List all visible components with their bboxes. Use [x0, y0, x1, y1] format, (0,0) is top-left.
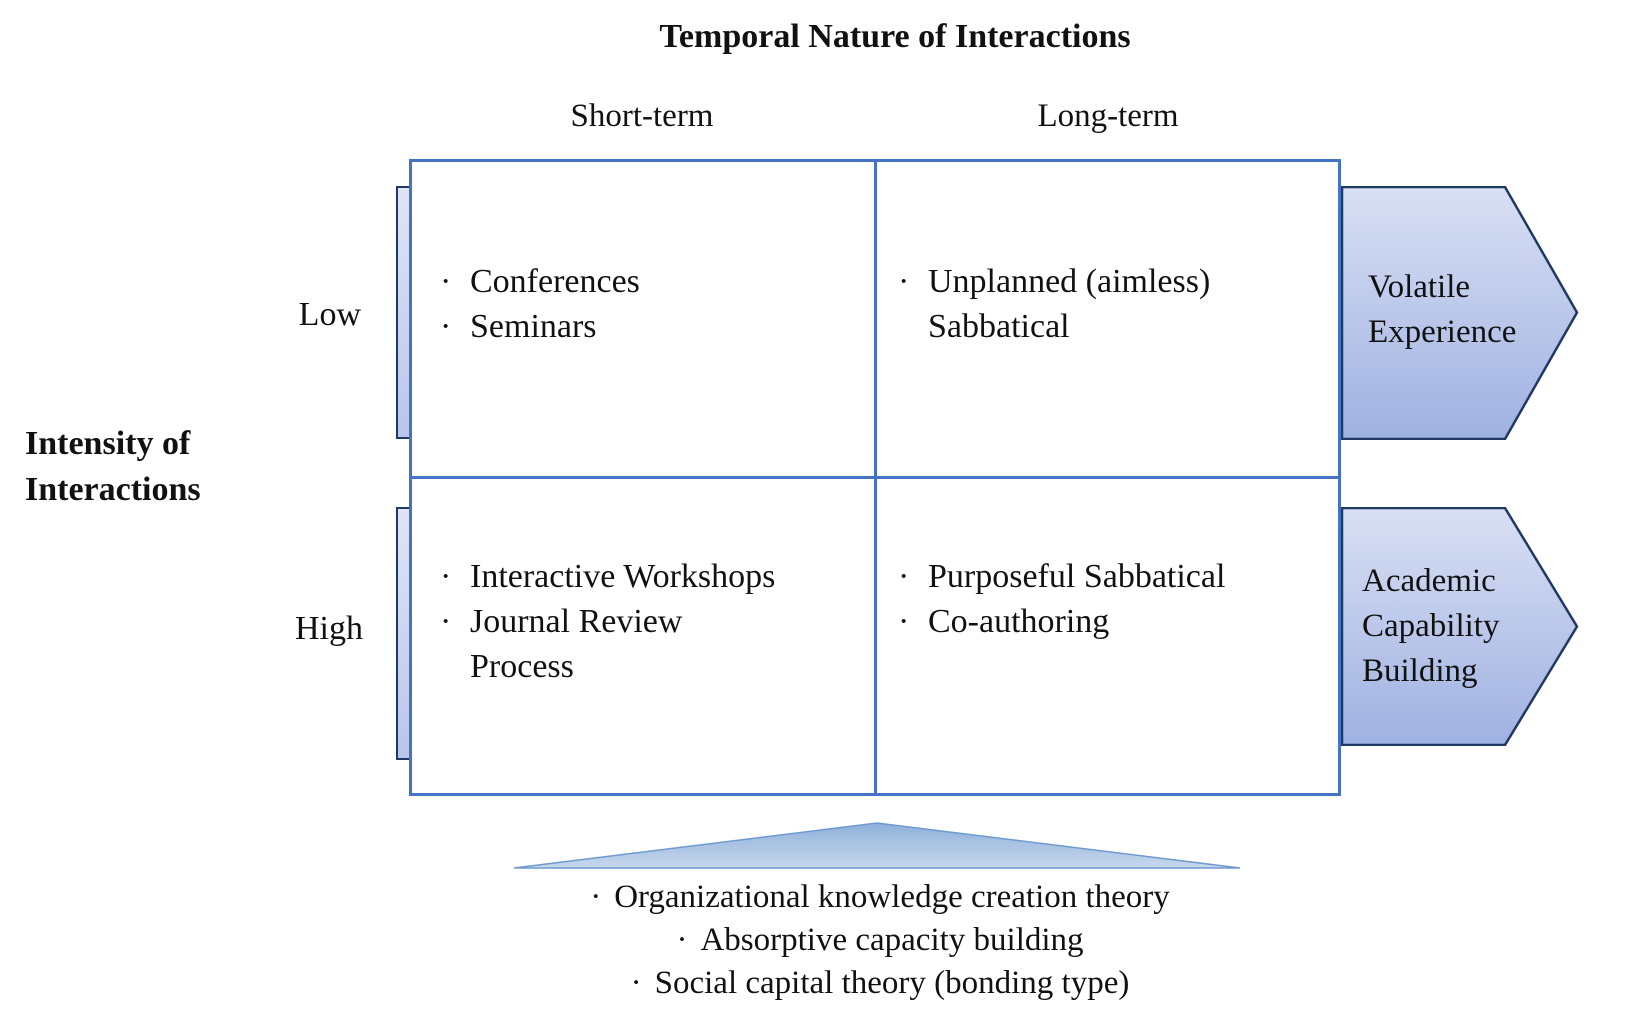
row-axis-label-line2: Interactions — [25, 471, 201, 508]
bullet-icon: · — [440, 558, 452, 595]
list-item: · Social capital theory (bonding type) — [380, 962, 1380, 1005]
list-item-label: Co-authoring — [928, 603, 1110, 640]
list-item: · Seminars — [440, 304, 640, 349]
list-item-label: Conferences — [470, 263, 640, 300]
arrow-label-line: Building — [1362, 653, 1478, 689]
list-item: · Absorptive capacity building — [380, 919, 1380, 962]
list-item-line: Journal Review — [470, 603, 683, 640]
quadrant-short-term-high: · Interactive Workshops · Journal Review… — [440, 554, 775, 689]
quadrant-long-term-low: · Unplanned (aimless) Sabbatical — [898, 259, 1210, 349]
arrow-label-line: Volatile — [1368, 269, 1471, 305]
list-item-line: Process — [470, 648, 574, 685]
column-header-short-term: Short-term — [570, 98, 714, 134]
list-item-label: Organizational knowledge creation theory — [614, 879, 1170, 915]
row-axis-label: Intensity of Interactions — [25, 421, 201, 513]
arrow-right-icon — [1341, 507, 1579, 746]
page-title: Temporal Nature of Interactions — [659, 18, 1131, 55]
list-item-label: Social capital theory (bonding type) — [654, 965, 1130, 1001]
quadrant-long-term-high: · Purposeful Sabbatical · Co-authoring — [898, 554, 1225, 644]
arrow-label-line: Capability — [1362, 608, 1500, 644]
row-label-low: Low — [298, 296, 361, 333]
bullet-icon: · — [590, 879, 602, 915]
row-label-high: High — [295, 610, 363, 647]
list-item-label: Absorptive capacity building — [700, 922, 1084, 958]
list-item-line: Sabbatical — [928, 308, 1070, 345]
column-header-long-term: Long-term — [1037, 98, 1179, 134]
bullet-icon: · — [630, 965, 642, 1001]
arrow-label-line: Academic — [1362, 563, 1496, 599]
list-item-label: Journal Review Process — [470, 599, 682, 689]
list-item-label: Interactive Workshops — [470, 558, 776, 595]
list-item-label: Unplanned (aimless) Sabbatical — [928, 259, 1210, 349]
list-item: · Co-authoring — [898, 599, 1225, 644]
list-item: · Unplanned (aimless) Sabbatical — [898, 259, 1210, 349]
row-axis-label-line1: Intensity of — [25, 425, 191, 462]
arrow-label-line: Experience — [1368, 314, 1517, 350]
arrow-label-academic-capability-building: Academic Capability Building — [1362, 559, 1499, 694]
quadrant-short-term-low: · Conferences · Seminars — [440, 259, 640, 349]
bullet-icon: · — [440, 263, 452, 300]
bullet-icon: · — [676, 922, 688, 958]
arrow-label-volatile-experience: Volatile Experience — [1368, 265, 1516, 355]
bullet-icon: · — [898, 558, 910, 595]
bullet-icon: · — [898, 263, 910, 300]
list-item: · Organizational knowledge creation theor… — [380, 876, 1380, 919]
list-item: · Journal Review Process — [440, 599, 775, 689]
list-item-label: Seminars — [470, 308, 597, 345]
matrix-horizontal-divider — [409, 476, 1341, 479]
list-item-line: Unplanned (aimless) — [928, 263, 1211, 300]
list-item: · Interactive Workshops — [440, 554, 775, 599]
bullet-icon: · — [440, 603, 452, 640]
list-item: · Conferences — [440, 259, 640, 304]
bullet-icon: · — [898, 603, 910, 640]
list-item-label: Purposeful Sabbatical — [928, 558, 1226, 595]
bullet-icon: · — [440, 308, 452, 345]
up-triangle-icon — [513, 822, 1241, 869]
list-item: · Purposeful Sabbatical — [898, 554, 1225, 599]
notes-list: · Organizational knowledge creation theor… — [380, 876, 1380, 1005]
arrow-right-icon — [1341, 186, 1579, 440]
